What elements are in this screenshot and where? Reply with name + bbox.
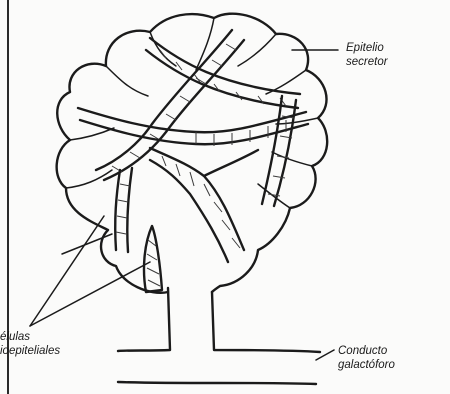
lobule-line <box>70 128 114 140</box>
label-epithelium-line2: secretor <box>346 55 388 69</box>
myoepithelial-band <box>274 100 296 206</box>
myoepithelial-band <box>127 168 132 252</box>
myoepithelial-band <box>204 150 258 176</box>
label-myoepithelial: élulas ioepiteliales <box>0 330 60 358</box>
label-epithelium-line1: Epitelio <box>346 41 388 55</box>
label-duct-line1: Conducto <box>338 344 395 358</box>
label-epithelium: Epitelio secretor <box>346 41 388 69</box>
lobule-line <box>106 66 148 96</box>
duct-lower-wall <box>118 382 316 384</box>
label-duct-line2: galactóforo <box>338 358 395 372</box>
label-myoepithelial-line2: ioepiteliales <box>0 344 60 358</box>
lobule-line <box>238 34 276 66</box>
leader-myoepithelial <box>62 234 112 254</box>
myoepithelial-band <box>115 170 120 250</box>
duct-wall-right <box>212 292 320 352</box>
band-hatch <box>112 44 236 172</box>
myoepithelial-band <box>150 38 300 94</box>
myoepithelial-band <box>150 160 228 262</box>
duct-wall-left <box>118 288 170 351</box>
lobule-line <box>272 152 312 166</box>
label-duct: Conducto galactóforo <box>338 344 395 372</box>
leader-myoepithelial <box>30 262 150 326</box>
label-myoepithelial-line1: élulas <box>0 330 60 344</box>
myoepithelial-band <box>96 30 232 170</box>
band-hatch <box>162 156 240 248</box>
leader-myoepithelial <box>30 216 104 326</box>
